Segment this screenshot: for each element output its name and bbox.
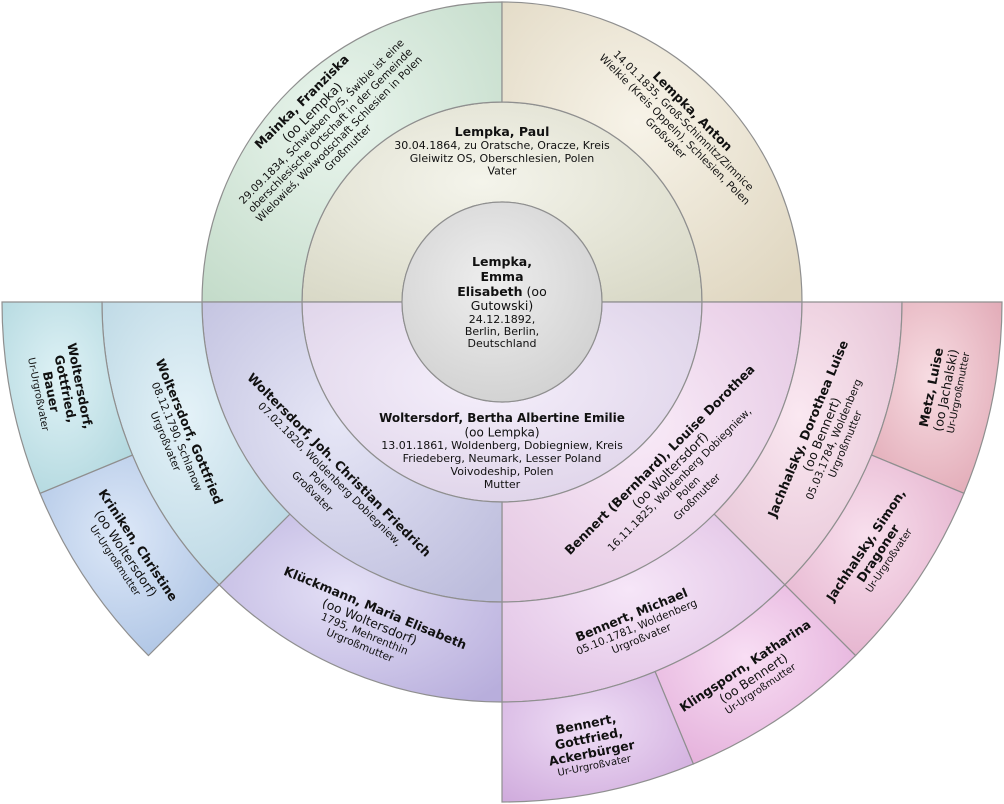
- root-name-3: Elisabeth: [457, 284, 522, 299]
- root-person-label: Lempka, Emma Elisabeth (oo Gutowski) 24.…: [457, 254, 546, 350]
- sector-mfff[interactable]: [1, 301, 134, 495]
- person-suffix: (oo Lempka): [464, 425, 539, 439]
- root-name: Lempka,: [472, 254, 532, 269]
- root-place: Berlin, Berlin,: [465, 325, 539, 338]
- person-name: Woltersdorf, Bertha Albertine Emilie: [379, 411, 625, 425]
- person-details: Friedeberg, Neumark, Lesser Poland: [403, 452, 602, 465]
- person-details: Gleiwitz OS, Oberschlesien, Polen: [410, 152, 594, 165]
- root-person-circle[interactable]: [401, 201, 603, 403]
- root-name-2: Emma: [480, 269, 523, 284]
- person-details: 30.04.1864, zu Oratsche, Oracze, Kreis: [394, 139, 610, 152]
- root-suffix: (oo: [527, 284, 547, 299]
- root-country: Deutschland: [467, 337, 536, 350]
- sector-mmff[interactable]: [501, 670, 695, 803]
- sector-ff[interactable]: [501, 1, 803, 303]
- label-mother: Woltersdorf, Bertha Albertine Emilie(oo …: [379, 411, 625, 491]
- root-name-line-3: Elisabeth (oo: [457, 284, 546, 299]
- person-role: Vater: [487, 165, 516, 178]
- root-date: 24.12.1892,: [469, 313, 535, 326]
- person-name: Lempka, Paul: [455, 124, 550, 139]
- label-mmmm: Metz, Luise(oo Jachalski)Ur-Urgroßmutter: [916, 346, 973, 434]
- sector-fm[interactable]: [201, 1, 503, 303]
- person-details: Voivodeship, Polen: [451, 465, 554, 478]
- root-suffix-2: Gutowski): [471, 298, 533, 313]
- person-role: Mutter: [484, 478, 521, 491]
- person-details: 13.01.1861, Woldenberg, Dobiegniew, Krei…: [381, 439, 623, 452]
